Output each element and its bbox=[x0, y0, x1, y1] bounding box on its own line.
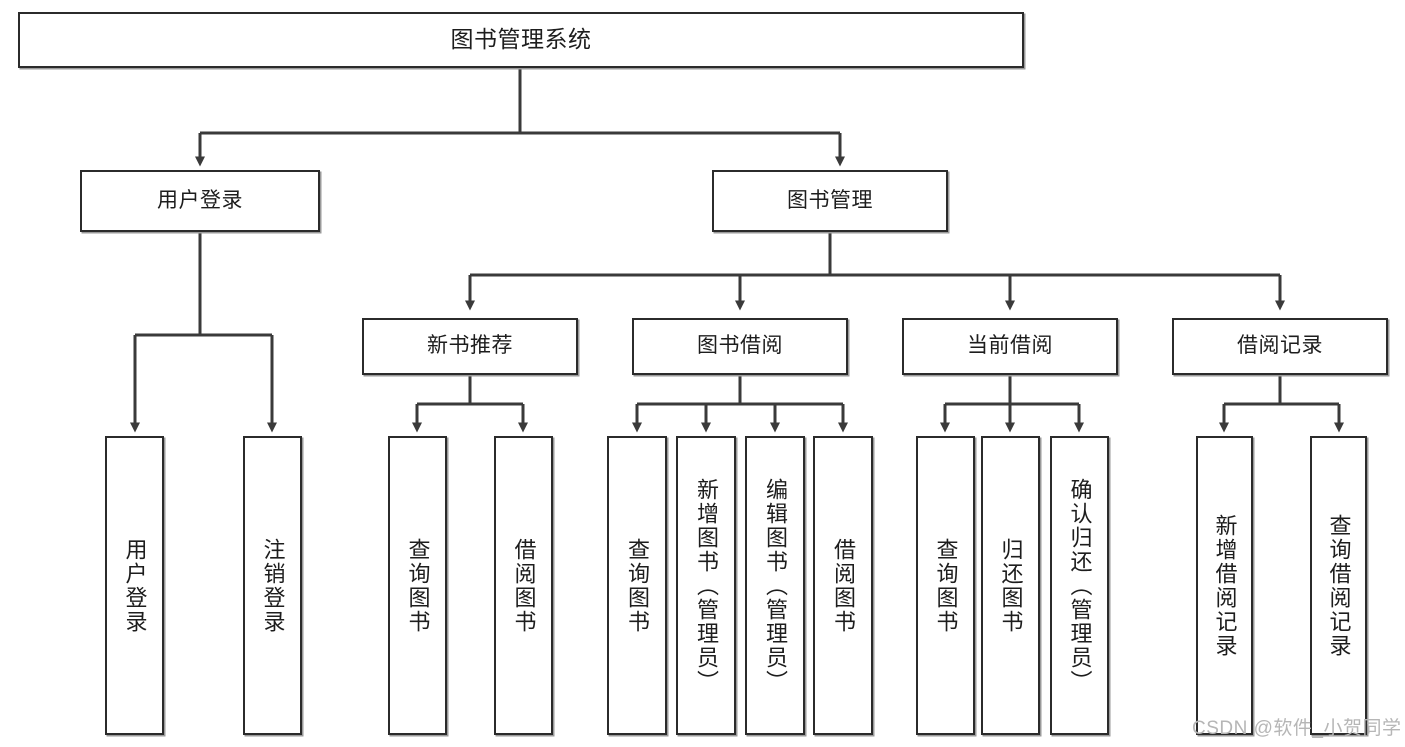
node-book-borrow[interactable]: 图书借阅 bbox=[632, 318, 848, 375]
connector-lines bbox=[130, 68, 1344, 433]
node-label: 查询图书 bbox=[405, 537, 431, 634]
leaf-query-borrow-record[interactable]: 查询借阅记录 bbox=[1310, 436, 1367, 735]
leaf-confirm-return-admin[interactable]: 确认归还（管理员） bbox=[1050, 436, 1109, 735]
node-label: 归还图书 bbox=[998, 537, 1024, 634]
leaf-user-login[interactable]: 用户登录 bbox=[105, 436, 164, 735]
node-root-system[interactable]: 图书管理系统 bbox=[18, 12, 1024, 68]
leaf-query-book-current[interactable]: 查询图书 bbox=[916, 436, 975, 735]
node-user-login[interactable]: 用户登录 bbox=[80, 170, 320, 232]
leaf-return-book[interactable]: 归还图书 bbox=[981, 436, 1040, 735]
node-label: 查询图书 bbox=[625, 537, 650, 634]
leaf-query-book[interactable]: 查询图书 bbox=[607, 436, 667, 735]
node-label: 注销登录 bbox=[260, 537, 286, 634]
node-label: 查询图书 bbox=[933, 537, 959, 634]
leaf-query-book-recommend[interactable]: 查询图书 bbox=[388, 436, 447, 735]
leaf-add-borrow-record[interactable]: 新增借阅记录 bbox=[1196, 436, 1253, 735]
node-current-borrow[interactable]: 当前借阅 bbox=[902, 318, 1118, 375]
node-label: 新书推荐 bbox=[427, 334, 513, 358]
node-label: 借阅图书 bbox=[511, 537, 537, 634]
leaf-edit-book-admin[interactable]: 编辑图书（管理员） bbox=[745, 436, 805, 735]
leaf-borrow-book[interactable]: 借阅图书 bbox=[813, 436, 873, 735]
node-label: 图书借阅 bbox=[697, 334, 783, 358]
node-label: 编辑图书（管理员） bbox=[763, 477, 788, 694]
node-borrow-records[interactable]: 借阅记录 bbox=[1172, 318, 1388, 375]
leaf-logout[interactable]: 注销登录 bbox=[243, 436, 302, 735]
node-label: 新增图书（管理员） bbox=[694, 477, 719, 694]
leaf-add-book-admin[interactable]: 新增图书（管理员） bbox=[676, 436, 736, 735]
node-new-book-recommend[interactable]: 新书推荐 bbox=[362, 318, 578, 375]
node-label: 用户登录 bbox=[122, 537, 148, 634]
node-book-management[interactable]: 图书管理 bbox=[712, 170, 948, 232]
node-label: 用户登录 bbox=[157, 188, 243, 212]
node-label: 图书管理 bbox=[787, 188, 873, 212]
node-label: 查询借阅记录 bbox=[1326, 513, 1352, 658]
node-label: 借阅记录 bbox=[1237, 334, 1323, 358]
node-label: 图书管理系统 bbox=[450, 26, 592, 53]
node-label: 确认归还（管理员） bbox=[1067, 477, 1093, 694]
node-label: 当前借阅 bbox=[967, 334, 1053, 358]
node-label: 借阅图书 bbox=[831, 537, 856, 634]
leaf-borrow-book-recommend[interactable]: 借阅图书 bbox=[494, 436, 553, 735]
node-label: 新增借阅记录 bbox=[1212, 513, 1238, 658]
